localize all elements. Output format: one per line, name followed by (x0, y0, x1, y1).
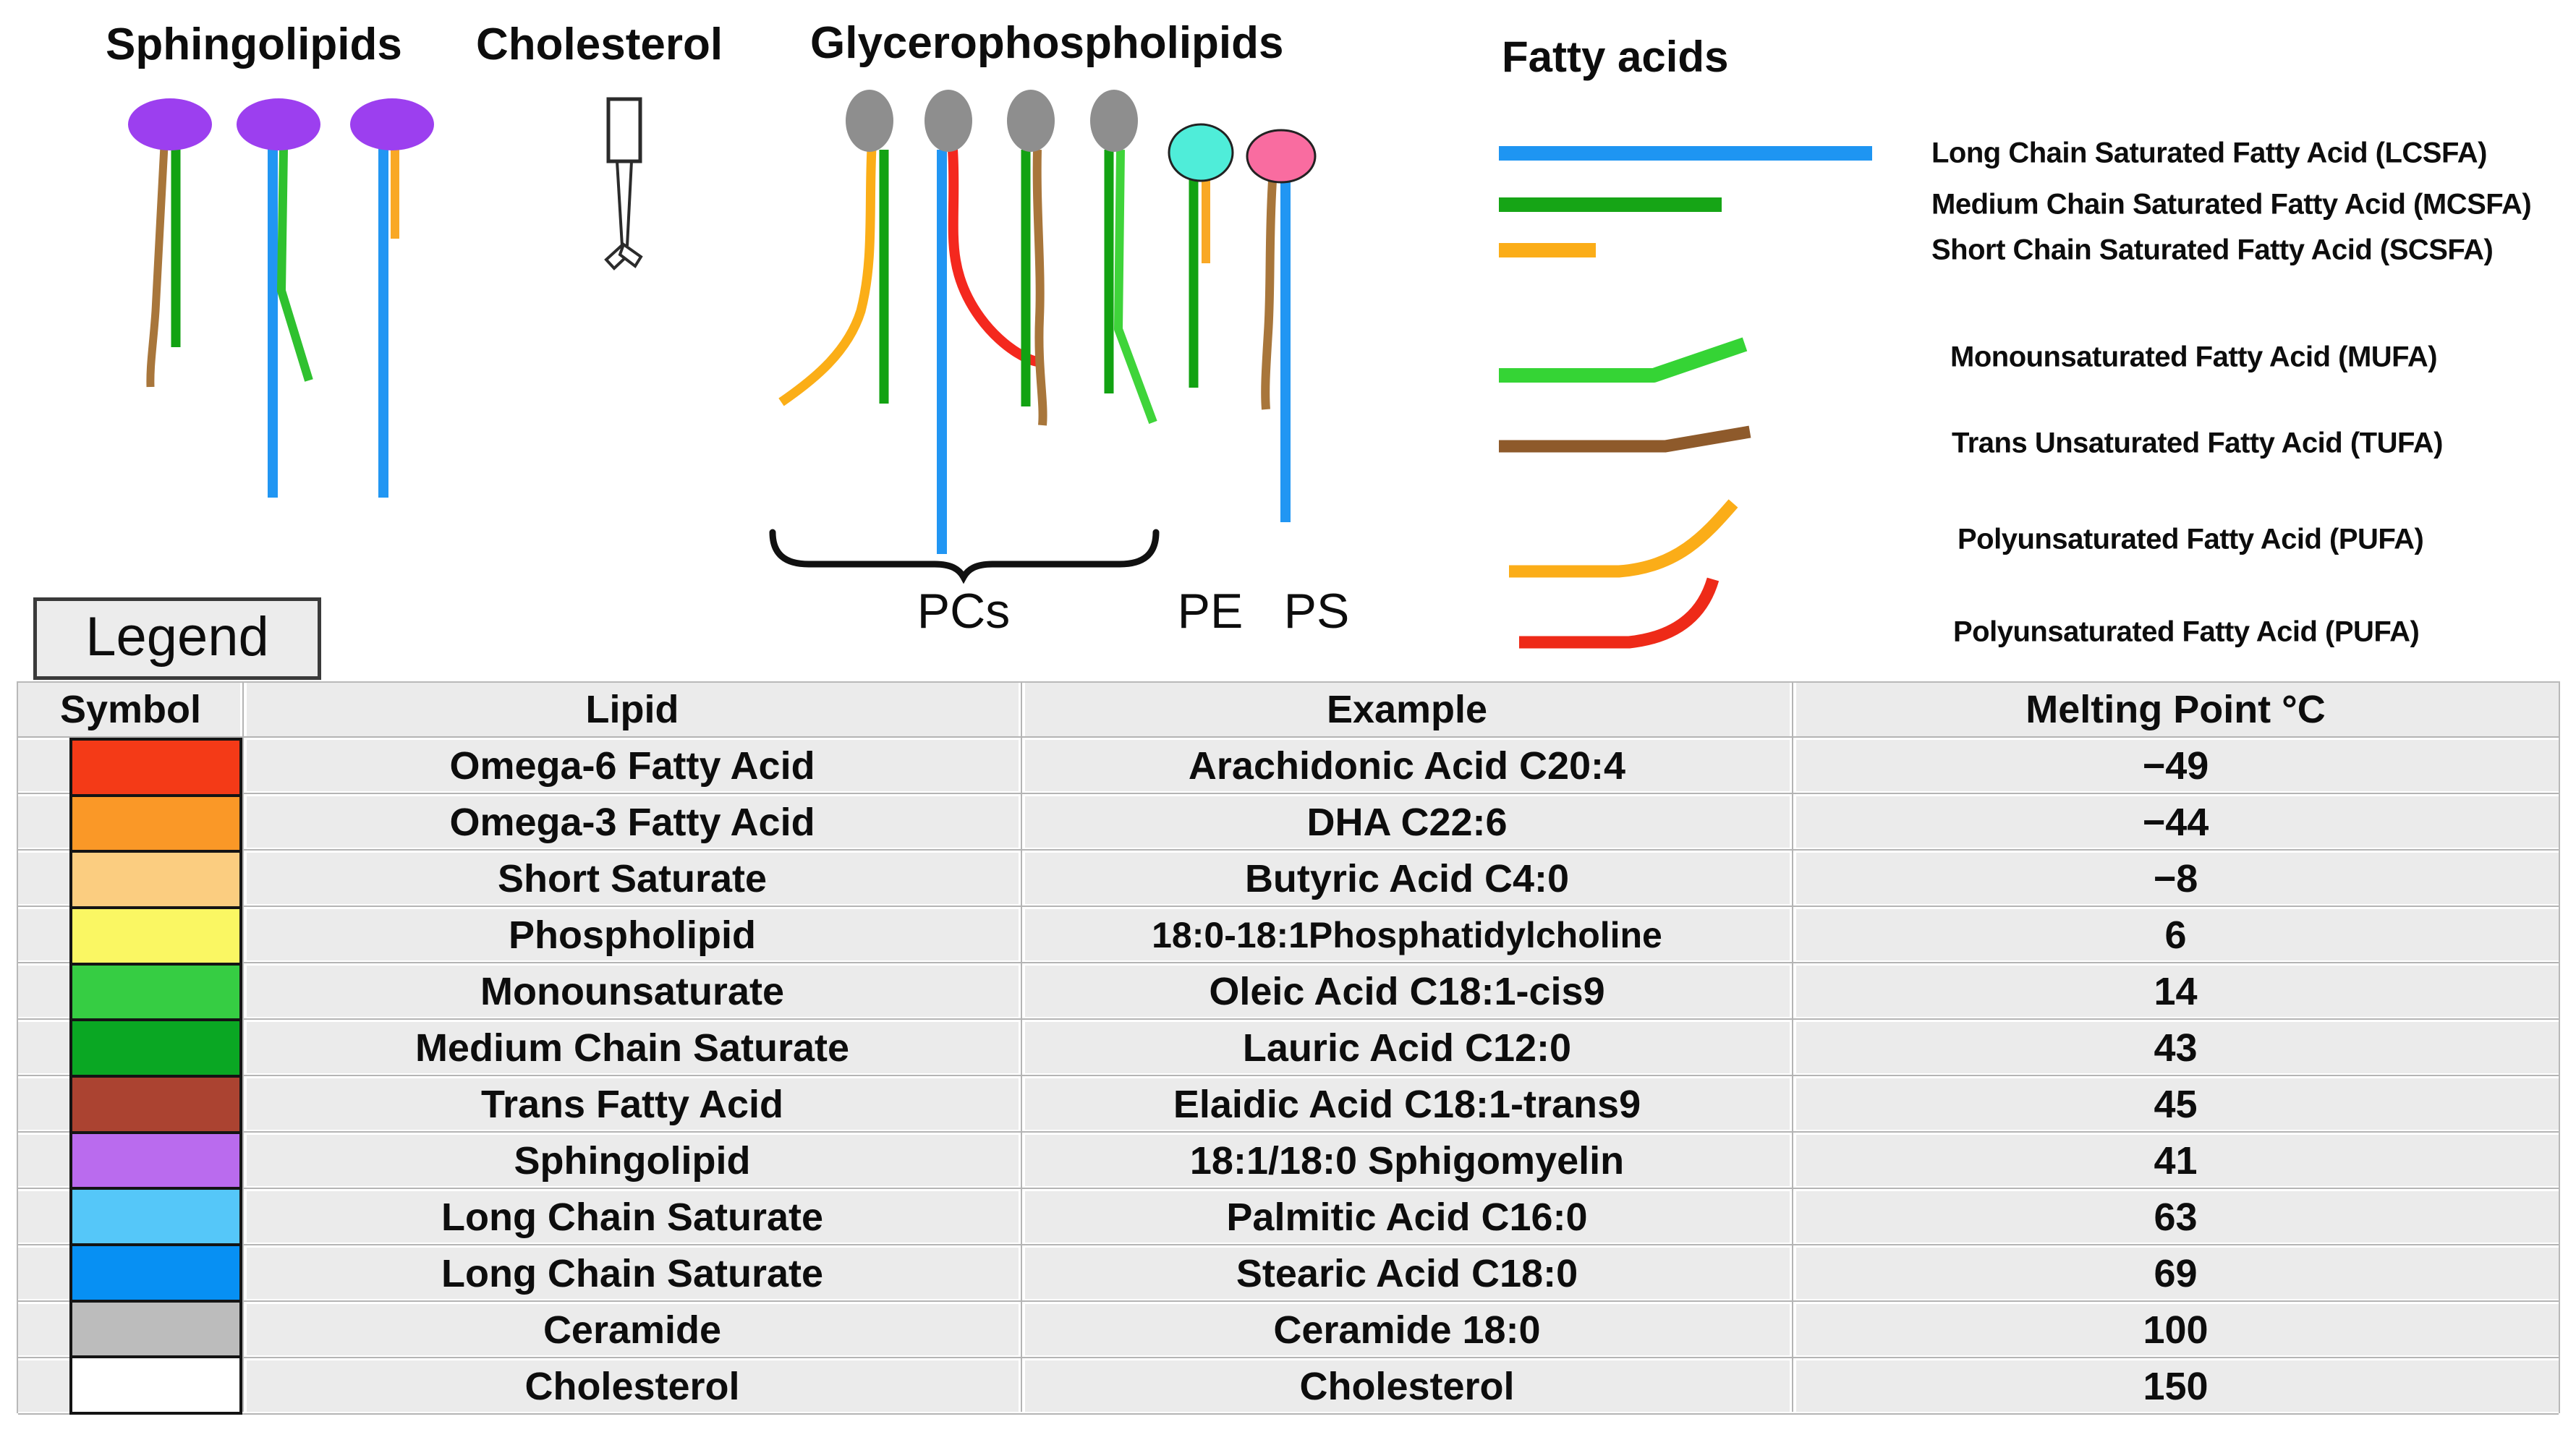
lipid-cell: Long Chain Saturate (441, 1252, 824, 1295)
fatty-acids-title: Fatty acids (1502, 33, 1729, 81)
pufa-red-line-icon (1519, 577, 1720, 649)
cholesterol-structure-icon (604, 97, 643, 270)
pc4-lightgreen-bent-tail-icon (1114, 149, 1157, 425)
example-cell: Oleic Acid C18:1-cis9 (1209, 970, 1605, 1013)
header-symbol: Symbol (59, 688, 202, 731)
pc-head-2-icon (924, 90, 972, 152)
symbol-swatch (72, 796, 239, 853)
symbol-swatch (72, 1133, 239, 1190)
sphingolipid-head-3-icon (350, 98, 434, 150)
lipid-cell: Phospholipid (509, 913, 756, 957)
table-header-row (18, 683, 2559, 736)
glycerophospholipids-title: Glycerophospholipids (810, 18, 1284, 68)
melting-point-cell: −8 (2153, 857, 2198, 900)
sphingolipid-head-2-icon (237, 98, 320, 150)
ps-head-icon (1246, 129, 1317, 184)
pufa-orange-line-icon (1509, 499, 1738, 578)
lipid-cell: Omega-6 Fatty Acid (449, 744, 815, 788)
melting-point-cell: 43 (2154, 1026, 2198, 1070)
example-cell: 18:0-18:1Phosphatidylcholine (1152, 915, 1662, 955)
melting-point-cell: 6 (2164, 913, 2187, 957)
example-cell: Elaidic Acid C18:1-trans9 (1173, 1083, 1641, 1126)
symbol-swatch (72, 1078, 239, 1134)
lipid-cell: Omega-3 Fatty Acid (449, 801, 815, 844)
pufa-orange-label: Polyunsaturated Fatty Acid (PUFA) (1957, 523, 2424, 555)
sphingolipid2-green-bent-tail-icon (277, 148, 313, 382)
melting-point-cell: 41 (2154, 1139, 2198, 1183)
symbol-column (69, 738, 242, 1415)
lipid-cell: Trans Fatty Acid (480, 1083, 784, 1126)
ps-brown-tail-icon (1261, 180, 1277, 410)
pufa-red-label: Polyunsaturated Fatty Acid (PUFA) (1953, 615, 2420, 648)
pc-head-3-icon (1007, 90, 1055, 152)
header-lipid: Lipid (585, 688, 679, 731)
pc-head-4-icon (1090, 90, 1138, 152)
symbol-swatch (72, 1021, 239, 1078)
example-cell: Ceramide 18:0 (1273, 1308, 1541, 1352)
example-cell: Stearic Acid C18:0 (1236, 1252, 1578, 1295)
example-cell: Lauric Acid C12:0 (1242, 1026, 1572, 1070)
example-cell: Arachidonic Acid C20:4 (1188, 744, 1626, 788)
example-cell: Palmitic Acid C16:0 (1226, 1196, 1588, 1239)
cholesterol-title: Cholesterol (476, 20, 723, 69)
symbol-swatch (72, 1246, 239, 1303)
lipid-cell: Cholesterol (524, 1365, 740, 1408)
sphingolipid-head-1-icon (128, 98, 212, 150)
sphingolipid1-brown-tail-icon (146, 145, 169, 388)
lipid-cell: Monounsaturate (480, 970, 784, 1013)
pc3-brown-tail-icon (1032, 149, 1047, 426)
symbol-swatch (72, 1190, 239, 1247)
melting-point-cell: 45 (2154, 1083, 2198, 1126)
symbol-swatch (72, 853, 239, 910)
tufa-line-icon (1499, 425, 1751, 453)
legend-title: Legend (85, 606, 269, 668)
example-cell: DHA C22:6 (1306, 801, 1508, 844)
lipid-legend-table: Symbol Lipid Example Melting Point °C Om… (17, 681, 2560, 1415)
melting-point-cell: −44 (2142, 801, 2209, 844)
legend-box: Legend (33, 597, 321, 680)
symbol-swatch (72, 741, 239, 797)
symbol-swatch (72, 965, 239, 1022)
scsfa-label: Short Chain Saturated Fatty Acid (SCSFA) (1931, 234, 2494, 266)
symbol-swatch (72, 909, 239, 966)
pc1-orange-tail-icon (778, 148, 877, 406)
mcsfa-label: Medium Chain Saturated Fatty Acid (MCSFA… (1931, 188, 2532, 221)
lipid-cell: Short Saturate (497, 857, 768, 900)
lipid-cell: Medium Chain Saturate (415, 1026, 850, 1070)
mufa-line-icon (1499, 337, 1748, 383)
pe-label: PE (1177, 584, 1244, 639)
lipid-structures-drawing (128, 90, 1872, 649)
melting-point-cell: 100 (2143, 1308, 2209, 1352)
lipid-cell: Sphingolipid (514, 1139, 751, 1183)
melting-point-cell: 69 (2154, 1252, 2198, 1295)
ps-label: PS (1283, 584, 1350, 639)
header-example: Example (1326, 688, 1488, 731)
header-melting-point: Melting Point °C (2025, 688, 2326, 731)
sphingolipids-title: Sphingolipids (106, 20, 402, 69)
example-cell: Cholesterol (1299, 1365, 1515, 1408)
melting-point-cell: 14 (2154, 970, 2198, 1013)
symbol-swatch (72, 1358, 239, 1413)
tufa-label: Trans Unsaturated Fatty Acid (TUFA) (1952, 427, 2443, 459)
pcs-brace-icon (769, 529, 1160, 584)
pcs-label: PCs (917, 584, 1011, 639)
lipid-cell: Ceramide (543, 1308, 722, 1352)
melting-point-cell: 150 (2143, 1365, 2209, 1408)
melting-point-cell: −49 (2142, 744, 2209, 788)
pe-head-icon (1168, 123, 1234, 182)
pc-head-1-icon (846, 90, 893, 152)
mufa-label: Monounsaturated Fatty Acid (MUFA) (1950, 341, 2438, 373)
melting-point-cell: 63 (2154, 1196, 2198, 1239)
example-cell: Butyric Acid C4:0 (1244, 857, 1570, 900)
symbol-swatch (72, 1302, 239, 1359)
example-cell: 18:1/18:0 Sphigomyelin (1189, 1139, 1625, 1183)
lipid-cell: Long Chain Saturate (441, 1196, 824, 1239)
lcsfa-label: Long Chain Saturated Fatty Acid (LCSFA) (1931, 137, 2487, 169)
